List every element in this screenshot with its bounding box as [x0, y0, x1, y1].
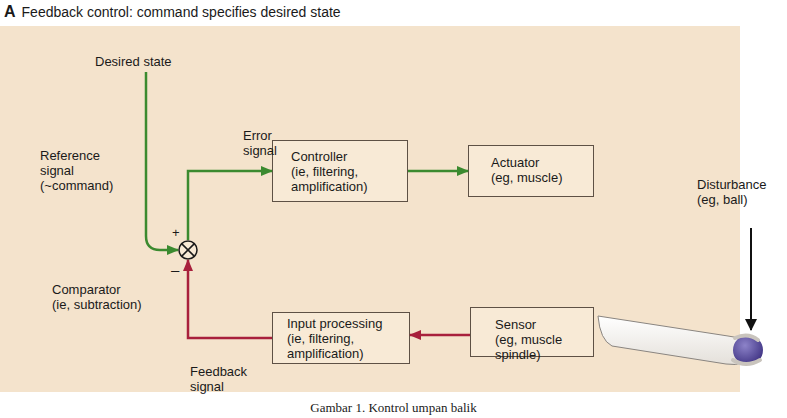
annotation-label: Desired state	[95, 54, 195, 69]
annotation-label: +	[172, 225, 184, 240]
signal-label: Feedback signal	[190, 364, 256, 394]
node-detail: (ie, filtering, amplification)	[287, 331, 399, 361]
signal-arrow	[188, 260, 272, 338]
forearm	[598, 316, 748, 365]
process-box: Actuator(eg, muscle)	[468, 145, 594, 197]
comparator-circle: Comparator(ie, subtraction)	[178, 240, 198, 260]
panel-title: Feedback control: command specifies desi…	[22, 4, 341, 20]
node-detail: (ie, subtraction)	[52, 297, 162, 312]
comparator-cross	[182, 244, 195, 257]
figure-caption: Gambar 1. Kontrol umpan balik	[0, 400, 787, 416]
box-text: Actuator(eg, muscle)	[491, 155, 587, 185]
annotation-label: –	[171, 262, 183, 277]
signal-arrow	[410, 334, 470, 337]
annotation-label: Reference signal (~command)	[40, 148, 116, 193]
signal-arrow	[188, 171, 272, 240]
box-text: Sensor(eg, muscle spindle)	[495, 317, 585, 362]
ball	[733, 335, 763, 365]
signal-arrow	[408, 170, 468, 173]
title-row: A Feedback control: command specifies des…	[4, 4, 341, 20]
box-text: Input processing(ie, filtering, amplific…	[287, 316, 399, 361]
comparator-ring	[179, 241, 197, 259]
signal-label: Error signal	[243, 128, 299, 158]
node-detail: (eg, muscle spindle)	[495, 332, 585, 362]
process-box: Sensor(eg, muscle spindle)	[470, 307, 594, 357]
node-detail: (ie, filtering, amplification)	[291, 164, 387, 194]
node-heading: Comparator(ie, subtraction)	[52, 282, 162, 312]
comparator-symbol	[178, 240, 198, 260]
process-box: Controller(ie, filtering, amplification)	[272, 140, 408, 202]
panel-letter: A	[4, 4, 16, 19]
process-box: Input processing(ie, filtering, amplific…	[272, 312, 410, 364]
node-title: Actuator	[491, 155, 587, 170]
node-detail: (eg, muscle)	[491, 170, 587, 185]
annotation-label: Disturbance (eg, ball)	[697, 177, 783, 207]
node-title: Comparator	[52, 282, 162, 297]
disturbance-arrow	[750, 228, 752, 330]
node-title: Sensor	[495, 317, 585, 332]
fingers	[733, 335, 760, 364]
node-title: Controller	[291, 149, 387, 164]
reference-line	[146, 72, 178, 250]
box-text: Controller(ie, filtering, amplification)	[291, 149, 387, 194]
node-title: Input processing	[287, 316, 399, 331]
